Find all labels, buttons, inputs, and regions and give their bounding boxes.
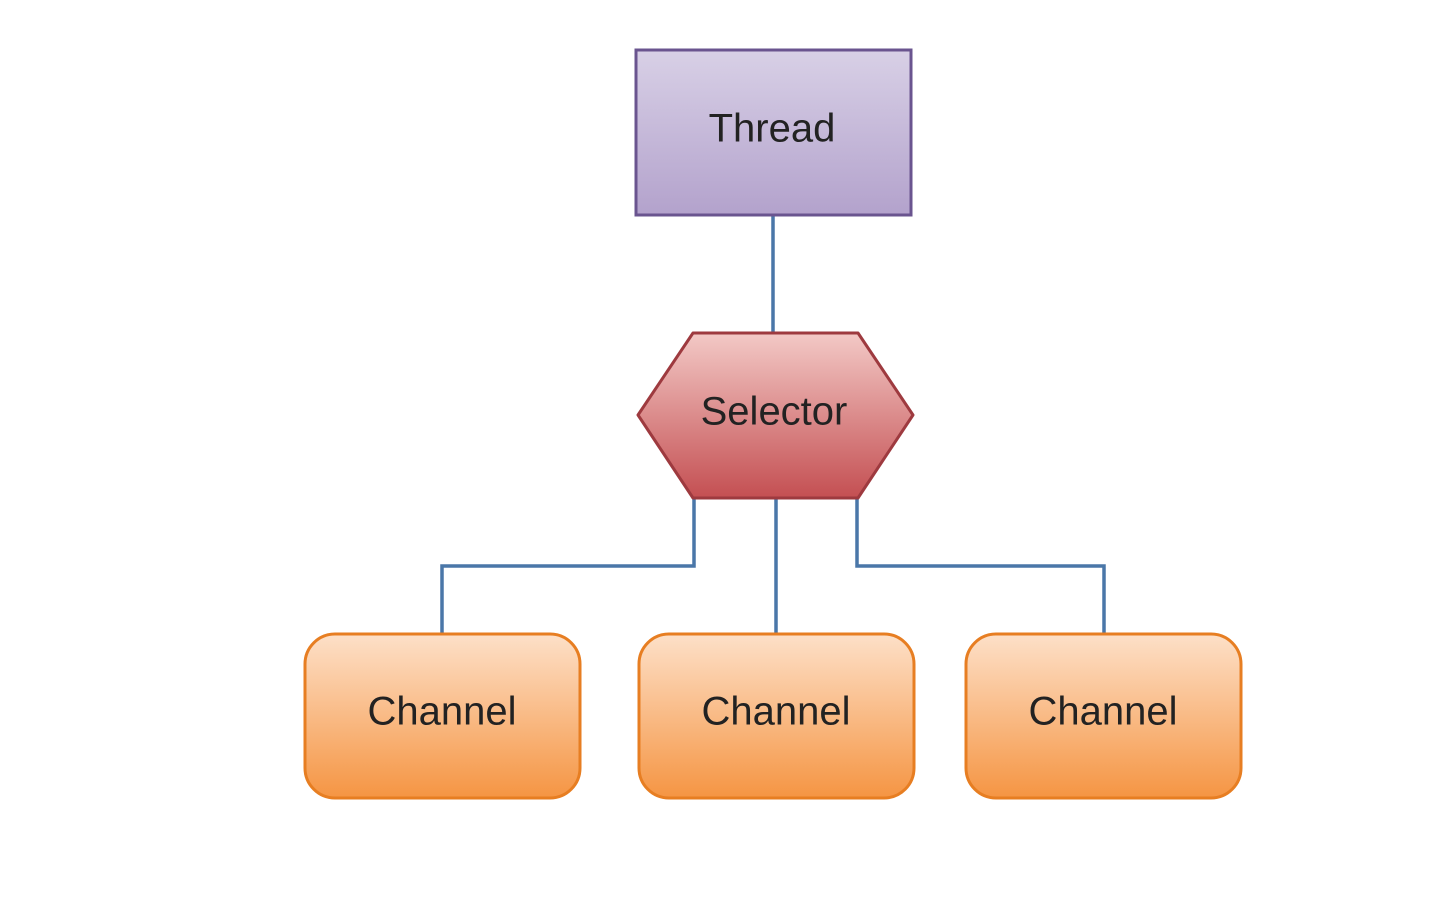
selector-hexagon bbox=[636, 331, 915, 500]
connectors bbox=[440, 215, 1106, 634]
channel-box-1 bbox=[303, 632, 582, 800]
selector-node: Selector bbox=[636, 331, 915, 500]
thread-node: Thread bbox=[634, 48, 913, 217]
channel-label-3: Channel bbox=[1028, 690, 1177, 734]
edge-selector-channel-1 bbox=[440, 497, 696, 634]
channel-box-3 bbox=[964, 632, 1243, 800]
channel-node-2: Channel bbox=[637, 632, 916, 800]
selector-label: Selector bbox=[701, 390, 848, 434]
channel-node-1: Channel bbox=[303, 632, 582, 800]
channel-box-2 bbox=[637, 632, 916, 800]
channel-label-1: Channel bbox=[367, 690, 516, 734]
thread-label: Thread bbox=[709, 107, 836, 151]
thread-box bbox=[634, 48, 913, 217]
channel-label-2: Channel bbox=[701, 690, 850, 734]
edge-selector-channel-3 bbox=[855, 497, 1106, 634]
channel-node-3: Channel bbox=[964, 632, 1243, 800]
